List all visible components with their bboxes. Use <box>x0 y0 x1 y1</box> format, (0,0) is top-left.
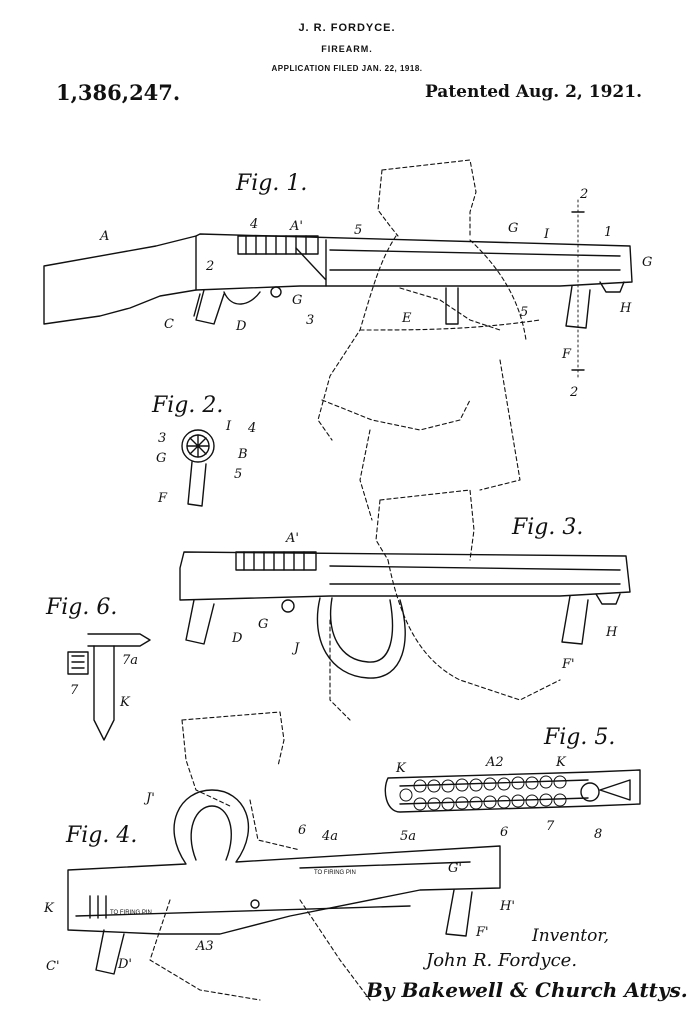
fig5-drawing <box>384 769 641 813</box>
fig5-ref: 8 <box>594 827 602 842</box>
fig6-drawing <box>67 633 151 741</box>
fig5-ref: 7 <box>546 819 555 834</box>
fig4-ref: C' <box>46 959 60 974</box>
fig4-ref: 5a <box>400 829 416 844</box>
fig5-ref: K <box>395 761 407 776</box>
fig1-ref: 1 <box>604 225 612 240</box>
fig5-label: Fig. 5. <box>543 725 615 750</box>
fig1-soldier-outline <box>317 159 541 521</box>
fig1-ref: A' <box>289 219 303 234</box>
fig4-soldier-outline <box>149 711 371 1001</box>
fig4-ref: F' <box>475 925 489 940</box>
attorney-signature: By Bakewell & Church Attys. <box>366 978 688 1002</box>
fig1-ref: F <box>561 347 572 362</box>
application-date: APPLICATION FILED JAN. 22, 1918. <box>271 64 423 73</box>
fig1-ref: G <box>292 293 302 308</box>
to-firing-pin-label-upper: TO FIRING PIN <box>314 870 356 876</box>
fig4-ref: 6 <box>298 823 306 838</box>
fig1-ref: 3 <box>306 313 314 328</box>
fig4-ref: H' <box>499 899 515 914</box>
fig1-drawing <box>43 159 633 521</box>
inventor-signature: John R. Fordyce. <box>426 950 578 971</box>
fig4-ref: A3 <box>195 939 214 954</box>
invention-title: FIREARM. <box>321 44 373 54</box>
fig6-ref: 7a <box>122 653 138 668</box>
fig1-label: Fig. 1. <box>235 171 307 196</box>
fig4-ref: 4a <box>321 829 338 844</box>
fig2-ref: 5 <box>234 467 242 482</box>
fig4-ref: K <box>43 901 55 916</box>
fig6-ref: K <box>119 695 131 710</box>
fig5-ref: K <box>555 755 567 770</box>
fig3-drawing <box>179 489 631 721</box>
fig2-ref: 4 <box>247 421 256 436</box>
fig4-drawing <box>67 711 501 1001</box>
fig4-ref: J' <box>143 791 155 806</box>
fig1-ref: H <box>619 301 632 316</box>
inventor-name: J. R. FORDYCE. <box>298 22 396 34</box>
fig2-ref: 3 <box>158 431 166 446</box>
fig1-ref: 4 <box>249 217 258 232</box>
patent-date: Patented Aug. 2, 1921. <box>424 82 642 102</box>
fig3-ref: J <box>291 641 300 656</box>
fig1-ref: I <box>543 227 550 242</box>
fig1-ref: C <box>164 317 174 332</box>
to-firing-pin-label-lower: TO FIRING PIN <box>110 910 152 916</box>
fig2-ref: B <box>237 447 248 462</box>
fig1-ref: 2 <box>569 385 578 400</box>
fig1-ref: 5 <box>354 223 362 238</box>
fig3-ref: F' <box>561 657 575 672</box>
fig1-ref: G <box>508 221 518 236</box>
fig2-label: Fig. 2. <box>151 393 223 418</box>
fig6-ref: 7 <box>70 683 79 698</box>
fig2-ref: F <box>157 491 168 506</box>
fig1-ref: E <box>401 311 412 326</box>
fig3-ref: G <box>258 617 268 632</box>
fig5-ref: A2 <box>485 755 504 770</box>
inventor-caption: Inventor, <box>532 926 610 946</box>
fig1-ref: 2 <box>205 259 214 274</box>
fig1-ref: A <box>99 229 109 244</box>
patent-number: 1,386,247. <box>56 80 181 105</box>
fig2-ref: G <box>156 451 166 466</box>
fig1-ref: 5 <box>520 305 528 320</box>
fig1-ref: 2 <box>579 187 588 202</box>
fig2-ref: I <box>225 419 232 434</box>
fig3-ref: A' <box>285 531 299 546</box>
fig4-ref: D' <box>117 957 132 972</box>
fig4-label: Fig. 4. <box>65 823 137 848</box>
fig1-ref: G <box>642 255 652 270</box>
fig3-ref: H <box>605 625 618 640</box>
fig1-ref: D <box>235 319 247 334</box>
fig3-ref: D <box>231 631 243 646</box>
fig4-ref: 6 <box>500 825 508 840</box>
fig4-ref: G' <box>448 861 462 876</box>
fig6-label: Fig. 6. <box>45 595 117 620</box>
fig2-drawing <box>181 429 215 507</box>
fig3-label: Fig. 3. <box>511 515 583 540</box>
